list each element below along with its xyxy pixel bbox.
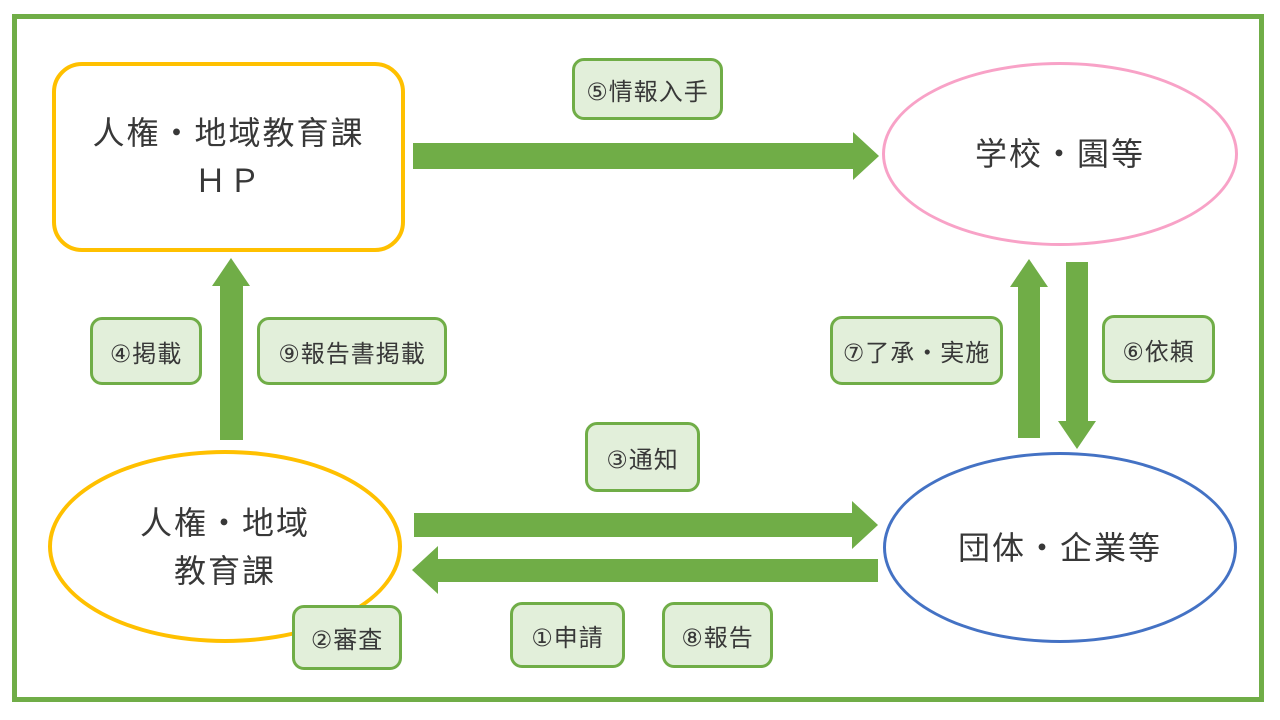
node-school: 学校・園等 [882,62,1238,246]
badge-step2-shinsa: ②審査 [292,605,402,670]
node-jinken-label-line1: 人権・地域 [139,504,310,541]
arrow-hp-to-school-head [853,132,879,180]
badge-step7-ryosho-jisshi: ⑦了承・実施 [830,316,1003,385]
arrow-hp-to-school-shaft [413,143,853,169]
arrow-jinken-to-dantai-head [852,501,878,549]
arrow-jinken-to-dantai-shaft [414,513,854,537]
badge-step8-hokoku: ⑧報告 [662,602,773,668]
badge-step5-joho-nyushu: ⑤情報入手 [572,58,723,120]
badge-step6-irai: ⑥依頼 [1102,315,1215,383]
arrow-school-to-dantai-head [1058,421,1096,449]
node-jinken: 人権・地域 教育課 [48,450,402,643]
arrow-jinken-to-hp-head [212,258,250,286]
node-school-label: 学校・園等 [974,136,1145,172]
badge-step1-shinsei: ①申請 [510,602,625,668]
arrow-dantai-to-school-shaft [1018,285,1040,438]
badge-step3-tsuchi: ③通知 [585,422,700,492]
badge-step4-keisai: ④掲載 [90,317,202,385]
node-hp-box: 人権・地域教育課 ＨＰ [52,62,405,252]
node-dantai: 団体・企業等 [883,452,1237,643]
arrow-dantai-to-jinken-shaft [438,559,878,582]
node-jinken-label-line2: 教育課 [173,552,276,589]
node-hp-box-label-line1: 人権・地域教育課 [92,115,365,151]
arrow-dantai-to-school-head [1010,259,1048,287]
node-hp-box-label-line2: ＨＰ [194,163,263,199]
badge-step9-hokokusho-keisai: ⑨報告書掲載 [257,317,447,385]
node-dantai-label: 団体・企業等 [957,529,1162,566]
arrow-dantai-to-jinken-head [412,546,438,594]
arrow-school-to-dantai-shaft [1066,262,1088,422]
arrow-jinken-to-hp-shaft [220,284,243,440]
